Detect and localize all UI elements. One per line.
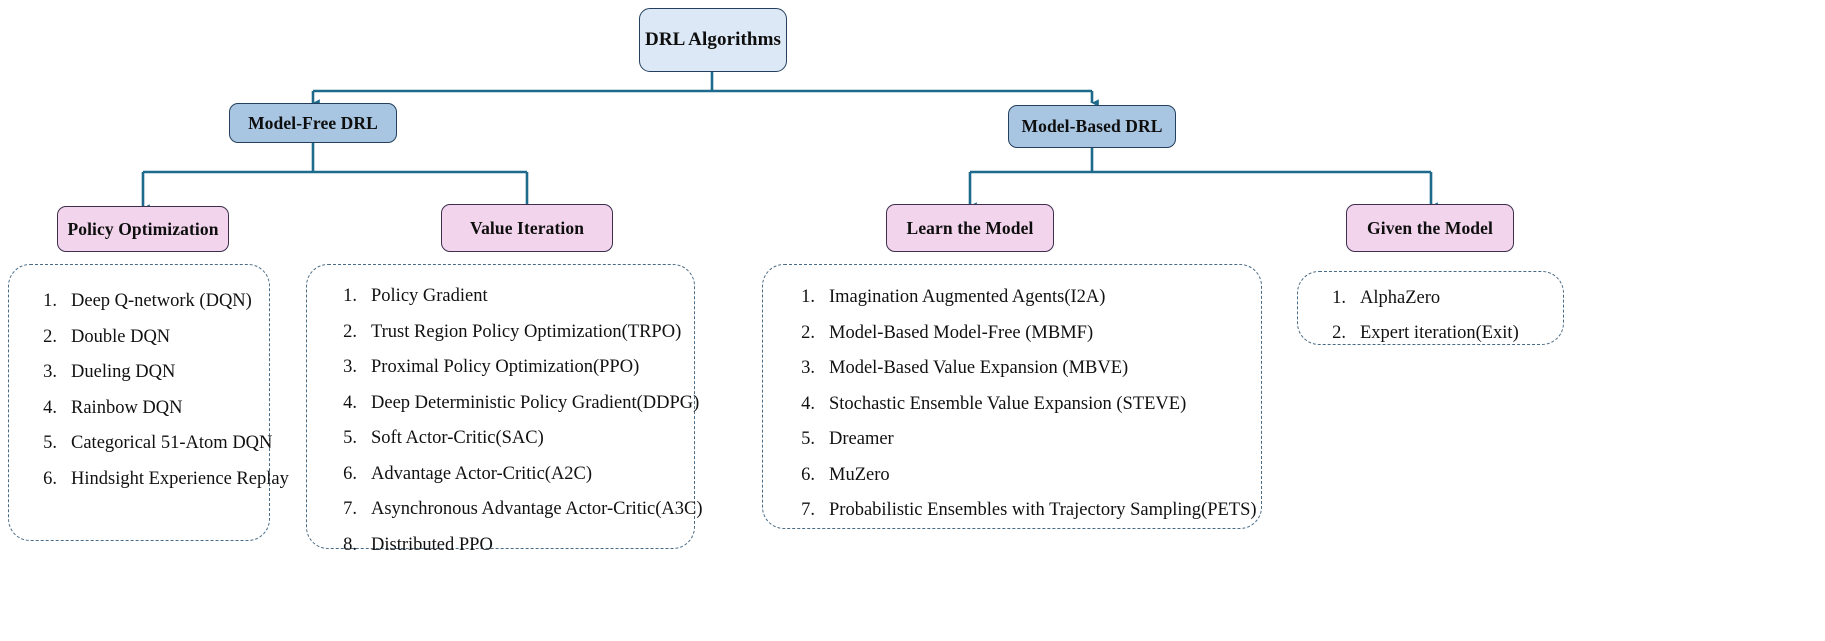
list-panel-policy-optimization: 1. Deep Q-network (DQN) 2. Double DQN 3. Duel… [8, 264, 289, 541]
list-item-label: Model-Based Model-Free (MBMF) [829, 322, 1094, 343]
list-item-number: 3. [801, 358, 815, 378]
list-item-label: Policy Gradient [371, 286, 488, 306]
list-item: 6. Advantage Actor-Critic(A2C) [327, 464, 694, 485]
list-item-label: Rainbow DQN [71, 397, 183, 418]
node-drl-algorithms[interactable]: DRL Algorithms [639, 8, 787, 72]
list-item-label: MuZero [829, 464, 890, 485]
list-item: 4. Rainbow DQN [27, 398, 269, 419]
list-item-label: Distributed PPO [371, 534, 493, 555]
list-item: 3. Model-Based Value Expansion (MBVE) [785, 358, 1261, 379]
list-item-number: 4. [801, 393, 815, 414]
list-item: 6. MuZero [785, 465, 1261, 486]
node-model-based-drl[interactable]: Model-Based DRL [1008, 105, 1176, 148]
list-item: 1. Imagination Augmented Agents(I2A) [785, 287, 1261, 308]
list-learn-the-model: 1. Imagination Augmented Agents(I2A) 2. Mod… [785, 287, 1261, 521]
list-item-number: 6. [343, 463, 357, 484]
list-item-label: Soft Actor-Critic(SAC) [371, 428, 544, 448]
list-item: 3. Dueling DQN [27, 362, 269, 383]
list-item-number: 1. [801, 287, 815, 307]
list-panel-value-iteration: 1. Policy Gradient 2. Trust Region Policy O… [306, 264, 703, 555]
list-item-number: 3. [43, 362, 57, 382]
list-item: 2. Expert iteration(Exit) [1316, 323, 1563, 344]
node-policy-optimization[interactable]: Policy Optimization [57, 206, 229, 252]
list-item-number: 3. [343, 357, 357, 377]
list-item: 7. Asynchronous Advantage Actor-Critic(A3… [327, 499, 702, 520]
list-item: 3. Proximal Policy Optimization(PPO) [327, 357, 694, 378]
list-item-number: 1. [43, 291, 57, 311]
list-given-the-model: 1. AlphaZero 2. Expert iteration(Exit) [1316, 288, 1563, 344]
list-item-label: Advantage Actor-Critic(A2C) [371, 463, 593, 484]
list-item-label: Double DQN [71, 326, 171, 347]
list-item-number: 4. [343, 392, 357, 413]
list-item: 4. Stochastic Ensemble Value Expansion (S… [785, 394, 1261, 415]
list-item-label: Proximal Policy Optimization(PPO) [371, 357, 640, 377]
list-item: 1. AlphaZero [1316, 288, 1563, 309]
list-item-label: Model-Based Value Expansion (MBVE) [829, 358, 1129, 378]
list-item: 5. Dreamer [785, 429, 1261, 450]
list-item-number: 2. [343, 321, 357, 342]
list-item-number: 7. [801, 500, 815, 520]
list-item: 7. Probabilistic Ensembles with Trajector… [785, 500, 1261, 521]
list-item-number: 2. [1332, 323, 1346, 343]
list-item-number: 2. [43, 326, 57, 347]
list-item-number: 1. [343, 286, 357, 306]
list-item-label: Deep Deterministic Policy Gradient(DDPG) [371, 392, 700, 413]
list-item-label: Dreamer [829, 429, 894, 449]
node-value-iteration[interactable]: Value Iteration [441, 204, 613, 252]
list-item: 1. Policy Gradient [327, 286, 694, 307]
list-item-number: 5. [43, 433, 57, 453]
list-item: 5. Soft Actor-Critic(SAC) [327, 428, 694, 449]
list-item-label: Imagination Augmented Agents(I2A) [829, 287, 1106, 307]
list-item-label: Hindsight Experience Replay [71, 468, 289, 489]
list-item-number: 8. [343, 534, 357, 555]
list-panel-given-the-model: 1. AlphaZero 2. Expert iteration(Exit) [1297, 271, 1564, 345]
list-item-number: 6. [801, 464, 815, 485]
list-panel-learn-the-model: 1. Imagination Augmented Agents(I2A) 2. Mod… [762, 264, 1262, 529]
list-item: 5. Categorical 51-Atom DQN [27, 433, 273, 454]
list-item-label: Stochastic Ensemble Value Expansion (STE… [829, 393, 1187, 414]
list-item: 2. Model-Based Model-Free (MBMF) [785, 323, 1261, 344]
list-item-label: Categorical 51-Atom DQN [71, 433, 273, 453]
node-model-free-drl[interactable]: Model-Free DRL [229, 103, 397, 143]
list-item: 4. Deep Deterministic Policy Gradient(DDP… [327, 392, 699, 414]
list-item-number: 4. [43, 397, 57, 418]
list-item-number: 6. [43, 468, 57, 489]
list-item-label: Trust Region Policy Optimization(TRPO) [371, 321, 682, 342]
list-item-number: 5. [801, 429, 815, 449]
list-item: 8. Distributed PPO [327, 535, 694, 556]
list-item: 6. Hindsight Experience Replay [27, 468, 289, 490]
list-item: 2. Double DQN [27, 327, 269, 348]
list-value-iteration: 1. Policy Gradient 2. Trust Region Policy O… [327, 286, 702, 556]
list-item-number: 2. [801, 322, 815, 343]
list-item-label: AlphaZero [1360, 288, 1441, 308]
list-item-label: Asynchronous Advantage Actor-Critic(A3C) [371, 499, 703, 519]
list-item: 1. Deep Q-network (DQN) [27, 291, 269, 312]
list-item-label: Probabilistic Ensembles with Trajectory … [829, 500, 1257, 520]
list-item: 2. Trust Region Policy Optimization(TRPO) [327, 322, 694, 343]
list-item-number: 5. [343, 428, 357, 448]
list-item-label: Dueling DQN [71, 362, 176, 382]
list-item-label: Deep Q-network (DQN) [71, 291, 252, 311]
node-given-the-model[interactable]: Given the Model [1346, 204, 1514, 252]
list-item-number: 1. [1332, 288, 1346, 308]
node-learn-the-model[interactable]: Learn the Model [886, 204, 1054, 252]
list-item-label: Expert iteration(Exit) [1360, 323, 1519, 343]
list-policy-optimization: 1. Deep Q-network (DQN) 2. Double DQN 3. Duel… [27, 291, 289, 490]
list-item-number: 7. [343, 499, 357, 519]
